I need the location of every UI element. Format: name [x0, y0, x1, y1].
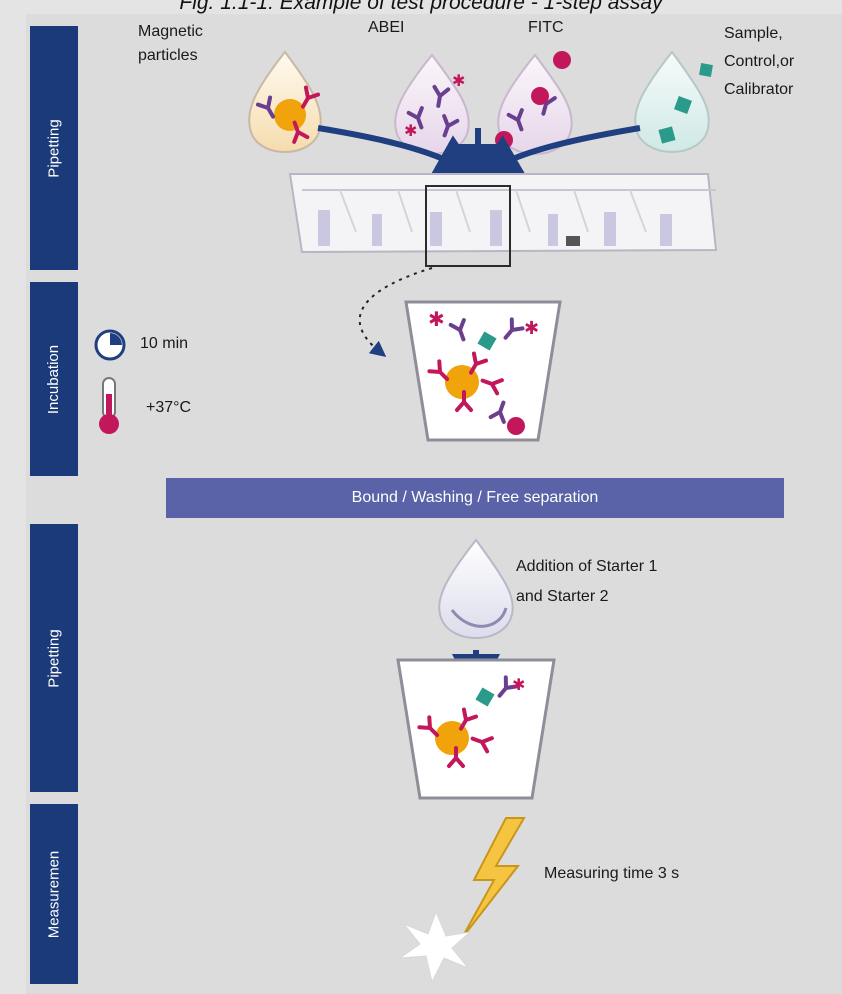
stage-label-measurement: Measuremen — [45, 850, 63, 938]
stage-label-incubation: Incubation — [45, 344, 63, 414]
incubation-time: 10 min — [140, 335, 189, 352]
figure-caption: Fig. 1.1-1: Example of test procedure - … — [179, 0, 663, 14]
abei-label: ABEI — [368, 19, 405, 36]
magnetic-particles-label: Magnetic particles — [138, 23, 203, 64]
separation-banner — [166, 478, 784, 518]
thermometer-icon — [99, 377, 119, 434]
starter-drop — [438, 538, 514, 639]
stage-label-pipetting-1: Pipetting — [45, 118, 63, 178]
svg-text:✱: ✱ — [512, 675, 525, 694]
svg-text:✱: ✱ — [428, 307, 445, 331]
lightning-icon — [461, 817, 526, 939]
starter-label: Addition of Starter 1 and Starter 2 — [516, 558, 658, 605]
svg-text:✱: ✱ — [452, 71, 465, 90]
sample-drop — [634, 50, 713, 153]
abei-drop: ✱ ✱ — [394, 53, 470, 155]
reaction-strip — [288, 173, 718, 267]
stage-label-pipetting-2: Pipetting — [45, 628, 63, 688]
stage-bar-incubation: Incubation — [30, 282, 78, 476]
measurement-cuvette: ✱ — [396, 658, 556, 800]
incubation-temperature: +37°C — [146, 399, 192, 416]
stage-bar-measurement: Measuremen — [30, 804, 78, 984]
svg-text:✱: ✱ — [404, 121, 417, 140]
flash-burst-icon — [398, 910, 472, 984]
convergence-arrows — [317, 125, 641, 192]
svg-text:✱: ✱ — [524, 318, 539, 339]
stage-bar-pipetting-2: Pipetting — [30, 524, 78, 792]
sample-label: Sample, Control,or Calibrator — [724, 25, 795, 98]
measuring-time-label: Measuring time 3 s — [544, 865, 680, 882]
fitc-label: FITC — [528, 19, 564, 36]
incubation-cuvette: ✱ ✱ — [404, 300, 562, 442]
separation-banner-label: Bound / Washing / Free separation — [351, 489, 599, 506]
clock-icon — [94, 329, 126, 361]
stage-bar-pipetting-1: Pipetting — [30, 26, 78, 270]
magnetic-particles-drop — [248, 50, 322, 153]
